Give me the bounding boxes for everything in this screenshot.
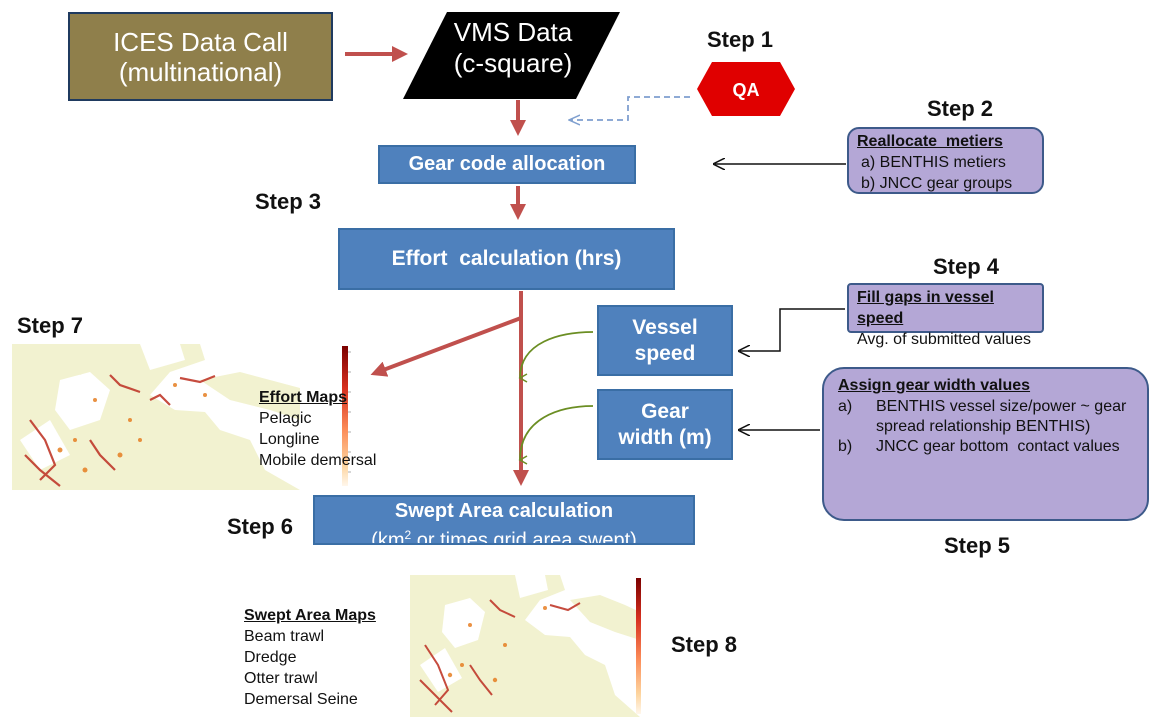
assign-a-label: a) — [838, 398, 853, 415]
assign-width-list: a) BENTHIS vessel size/power ~ gear spre… — [838, 397, 1133, 457]
reallocate-a: a) BENTHIS metiers — [861, 154, 1006, 171]
gear-code-label: Gear code allocation — [408, 153, 606, 175]
qa-shape — [697, 62, 795, 116]
step-4-label: Step 4 — [933, 254, 1000, 279]
gear-code-allocation-box: Gear code allocation — [378, 145, 636, 184]
step-2-label: Step 2 — [927, 96, 994, 121]
swept-map-item: Demersal Seine — [244, 691, 358, 708]
step-6-label: Step 6 — [227, 514, 294, 539]
swept-line2-sup: 2 — [404, 528, 412, 542]
swept-maps-title: Swept Area Maps — [244, 607, 376, 624]
ices-line1: ICES Data Call — [113, 26, 288, 57]
swept-map-item: Beam trawl — [244, 628, 325, 645]
qa-label: QA — [732, 80, 760, 100]
reallocate-metiers-box: Reallocate metiers a) BENTHIS metiers b)… — [847, 127, 1044, 194]
step-7-label: Step 7 — [17, 313, 84, 338]
effort-map-item: Mobile demersal — [259, 452, 377, 469]
effort-to-maps-arrow — [370, 316, 522, 377]
swept-map-item: Dredge — [244, 649, 297, 666]
vms-line1: VMS Data — [453, 17, 573, 47]
vms-data-box: VMS Data (c-square) — [418, 17, 608, 79]
vessel-speed-line1: Vessel — [632, 315, 698, 339]
qa-dashed-arrow — [570, 96, 690, 120]
fill-gaps-arrow — [740, 308, 845, 351]
effort-maps-legend: Effort Maps Pelagic Longline Mobile deme… — [259, 387, 376, 471]
vms-line2: (c-square) — [453, 48, 573, 78]
step-1-label: Step 1 — [707, 27, 774, 52]
swept-map-graphic — [410, 575, 655, 717]
assign-a-text: BENTHIS vessel size/power ~ gear spread … — [876, 398, 1127, 435]
vessel-speed-line2: speed — [634, 341, 696, 365]
vms-shape — [403, 12, 620, 99]
gear-width-curve — [518, 405, 594, 465]
effort-map-graphic — [12, 344, 354, 490]
assign-b-text: JNCC gear bottom contact values — [876, 438, 1120, 455]
step-5-label: Step 5 — [944, 533, 1011, 558]
swept-map-item: Otter trawl — [244, 670, 318, 687]
step-3-label: Step 3 — [255, 189, 322, 214]
assign-b-label: b) — [838, 438, 853, 455]
effort-label: Effort calculation (hrs) — [391, 247, 622, 270]
vessel-speed-curve — [518, 331, 594, 383]
reallocate-title: Reallocate metiers — [857, 133, 1003, 150]
ices-line2: (multinational) — [118, 56, 283, 87]
swept-maps-legend: Swept Area Maps Beam trawl Dredge Otter … — [244, 605, 376, 710]
fill-gaps-line: Avg. of submitted values — [857, 331, 1032, 348]
swept-line2-post: or times grid area swept) — [411, 529, 637, 545]
fill-gaps-box: Fill gaps in vessel speed Avg. of submit… — [847, 283, 1044, 348]
step-8-label: Step 8 — [671, 632, 738, 657]
effort-map-item: Pelagic — [259, 410, 312, 427]
gear-width-line1: Gear — [641, 399, 689, 423]
reallocate-b: b) JNCC gear groups — [861, 175, 1013, 192]
fill-gaps-title: Fill gaps in vessel speed — [857, 289, 994, 327]
swept-line2: (km2 or times grid area swept) — [371, 523, 637, 545]
swept-area-box: Swept Area calculation (km2 or times gri… — [313, 495, 695, 545]
swept-line1: Swept Area calculation — [394, 500, 614, 522]
effort-calculation-box: Effort calculation (hrs) — [338, 228, 675, 290]
effort-maps-title: Effort Maps — [259, 389, 347, 406]
gear-width-box: Gear width (m) — [597, 389, 733, 460]
gear-width-line2: width (m) — [618, 425, 712, 449]
assign-gear-width-box: Assign gear width values a) BENTHIS vess… — [822, 367, 1149, 521]
ices-data-call-box: ICES Data Call (multinational) — [68, 12, 333, 101]
swept-line2-pre: (km — [371, 529, 405, 545]
vessel-speed-box: Vessel speed — [597, 305, 733, 376]
assign-width-title: Assign gear width values — [838, 377, 1031, 394]
effort-map-item: Longline — [259, 431, 320, 448]
